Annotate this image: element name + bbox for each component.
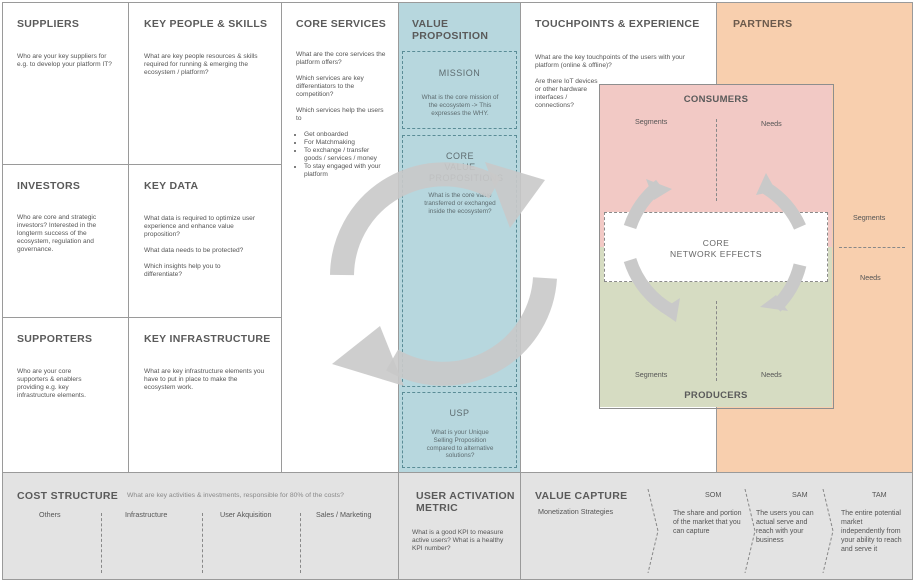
investors-title: INVESTORS (17, 180, 81, 192)
bullet-item: To exchange / transfer goods / services … (304, 147, 386, 163)
consumers-producers-block: CONSUMERS Segments Needs Segments Needs … (599, 84, 834, 409)
chevron-divider-icon (744, 489, 756, 573)
core-services-q1: What are the core services the platform … (296, 51, 386, 66)
usp-title: USP (449, 408, 470, 418)
network-effects-label: CORE NETWORK EFFECTS (604, 238, 828, 260)
bullet-item: Get onboarded (304, 131, 386, 139)
suppliers-title: SUPPLIERS (17, 18, 80, 30)
core-services-bullets: Get onboarded For Matchmaking To exchang… (296, 131, 386, 179)
value-proposition-title: VALUE PROPOSITION (412, 18, 489, 42)
key-data-cell: KEY DATA What data is required to optimi… (128, 164, 282, 318)
supporters-cell: SUPPORTERS Who are your core supporters … (2, 317, 129, 473)
cost-item-user-akquisition: User Akquisition (220, 510, 272, 519)
producers-segments: Segments (635, 370, 668, 379)
key-infrastructure-cell: KEY INFRASTRUCTURE What are key infrastr… (128, 317, 282, 473)
som-title: SOM (705, 490, 722, 499)
suppliers-cell: SUPPLIERS Who are your key suppliers for… (2, 2, 129, 165)
network-effects-line2: NETWORK EFFECTS (669, 249, 763, 259)
investors-cell: INVESTORS Who are core and strategic inv… (2, 164, 129, 318)
key-data-q2: What data needs to be protected? (144, 247, 244, 254)
touchpoints-title: TOUCHPOINTS & EXPERIENCE (535, 18, 700, 30)
cost-item-others: Others (39, 510, 61, 519)
sam-title: SAM (792, 490, 808, 499)
tam-title: TAM (872, 490, 887, 499)
cost-divider (101, 513, 102, 573)
key-people-title: KEY PEOPLE & SKILLS (144, 18, 268, 30)
supporters-title: SUPPORTERS (17, 333, 93, 345)
supporters-desc: Who are your core supporters & enablers … (17, 368, 86, 399)
producers-needs: Needs (761, 370, 782, 379)
key-people-cell: KEY PEOPLE & SKILLS What are key people … (128, 2, 282, 165)
chevron-divider-icon (822, 489, 834, 573)
user-activation-desc: What is a good KPI to measure active use… (412, 529, 504, 552)
usp-desc: What is your Unique Selling Proposition … (426, 429, 494, 460)
cost-item-sales-marketing: Sales / Marketing (316, 510, 372, 519)
chevron-divider-icon (647, 489, 659, 573)
network-effects-line1: CORE (702, 238, 730, 248)
consumers-needs: Needs (761, 119, 782, 128)
monetization-strategies: Monetization Strategies (538, 507, 614, 516)
core-value-propositions-desc: What is the core value transferred or ex… (424, 192, 496, 215)
user-activation-cell: USER ACTIVATION METRIC What is a good KP… (398, 472, 521, 580)
cost-divider (202, 513, 203, 573)
mission-box: MISSION What is the core mission of the … (402, 51, 517, 129)
key-data-title: KEY DATA (144, 180, 199, 192)
cost-structure-cell: COST STRUCTURE What are key activities &… (2, 472, 399, 580)
producers-divider (716, 301, 717, 381)
sam-desc: The users you can actual serve and reach… (756, 510, 814, 544)
bullet-item: To stay engaged with your platform (304, 163, 386, 179)
cost-structure-title: COST STRUCTURE (17, 490, 119, 502)
tam-desc: The entire potential market independentl… (841, 510, 902, 553)
consumers-title: CONSUMERS (683, 94, 749, 105)
core-services-q3: Which services help the users to (296, 107, 384, 122)
investors-desc: Who are core and strategic investors? In… (17, 214, 97, 253)
key-people-desc: What are key people resources & skills r… (144, 53, 258, 76)
touchpoints-q1: What are the key touchpoints of the user… (535, 54, 685, 69)
som-desc: The share and portion of the market that… (673, 510, 742, 535)
cost-divider (300, 513, 301, 573)
core-services-cell: CORE SERVICES What are the core services… (281, 2, 399, 473)
partners-segments: Segments (853, 213, 886, 222)
usp-box: USP What is your Unique Selling Proposit… (402, 392, 517, 468)
touchpoints-q2: Are there IoT devices or other hardware … (535, 78, 598, 109)
cost-item-infrastructure: Infrastructure (125, 510, 168, 519)
consumers-divider (716, 119, 717, 201)
consumers-segments: Segments (635, 117, 668, 126)
ecosystem-cycle-icon (330, 162, 557, 386)
core-services-title: CORE SERVICES (296, 18, 387, 30)
key-infrastructure-title: KEY INFRASTRUCTURE (144, 333, 271, 345)
value-capture-title: VALUE CAPTURE (535, 490, 628, 502)
value-capture-cell: VALUE CAPTURE Monetization Strategies SO… (520, 472, 913, 580)
partners-needs: Needs (860, 273, 881, 282)
partners-divider (839, 247, 905, 248)
cost-structure-desc: What are key activities & investments, r… (127, 492, 344, 499)
mission-title: MISSION (438, 68, 481, 78)
mission-desc: What is the core mission of the ecosyste… (421, 94, 499, 117)
network-effects-box (604, 212, 828, 282)
key-infrastructure-desc: What are key infrastructure elements you… (144, 368, 265, 391)
core-services-q2: Which services are key differentiators t… (296, 75, 364, 98)
user-activation-title: USER ACTIVATION METRIC (416, 490, 515, 514)
network-effects-cycle-icon (623, 173, 807, 322)
key-data-q3: Which insights help you to differentiate… (144, 263, 221, 278)
producers-title: PRODUCERS (684, 390, 748, 401)
bullet-item: For Matchmaking (304, 139, 386, 147)
suppliers-desc: Who are your key suppliers for e.g. to d… (17, 53, 112, 68)
partners-title: PARTNERS (733, 18, 793, 30)
key-data-q1: What data is required to optimize user e… (144, 215, 256, 238)
